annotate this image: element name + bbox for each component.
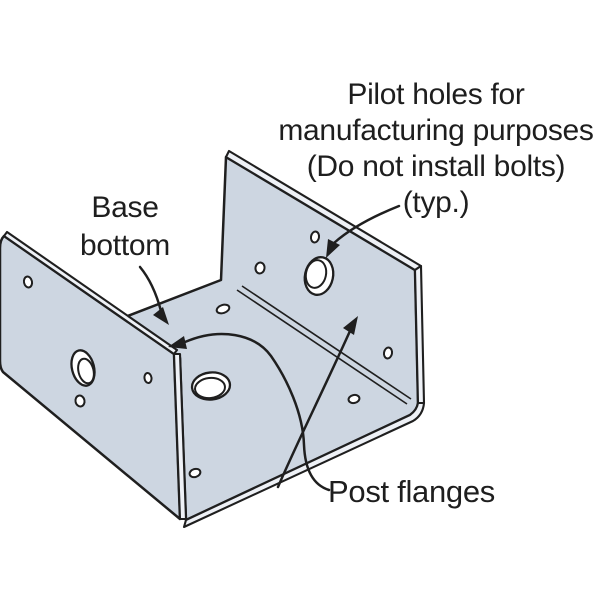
label-post-flanges-text: Post flanges [328, 474, 496, 509]
label-pilot-holes-line2: manufacturing purposes [278, 114, 594, 147]
bolt-hole-large-base-rim [194, 376, 226, 400]
flange-bend-line [236, 289, 408, 405]
pilot-hole-small [74, 394, 86, 408]
pilot-hole-small [254, 261, 266, 275]
pilot-hole-small [347, 393, 361, 405]
leader-base-bottom [138, 265, 163, 313]
label-pilot-holes-line4: (typ.) [402, 186, 470, 219]
arrowhead-base-bottom [153, 307, 169, 325]
pilot-hole-small [309, 230, 321, 244]
leader-pilot-holes [332, 204, 401, 245]
pilot-hole-small [215, 303, 231, 315]
label-base-bottom-line2: bottom [80, 229, 170, 262]
label-pilot-holes: Pilot holes for manufacturing purposes (… [256, 77, 600, 221]
pilot-hole-large-right-flange-rim [304, 259, 328, 289]
label-base-bottom: Base bottom [55, 189, 195, 265]
arrowhead-post-flange-left [168, 336, 187, 349]
left-flange-front-edge [172, 352, 188, 521]
left-flange-top-edge [2, 230, 179, 356]
arrowhead-pilot-holes [326, 239, 340, 258]
pilot-hole-small [143, 372, 153, 384]
label-post-flanges: Post flanges [328, 474, 528, 510]
pilot-hole-large-left-flange-rim [77, 357, 95, 385]
leader-post-flange-left [183, 332, 331, 492]
pilot-hole-small [382, 346, 394, 360]
leader-post-flange-right [276, 329, 352, 489]
label-base-bottom-line1: Base [91, 191, 159, 224]
label-pilot-holes-line3: (Do not install bolts) [306, 150, 566, 183]
pilot-hole-small [188, 467, 202, 479]
label-pilot-holes-line1: Pilot holes for [347, 78, 525, 111]
base-front-edge [182, 401, 426, 529]
pilot-hole-small [22, 275, 34, 289]
arrowhead-post-flange-right [343, 316, 358, 335]
flange-bend-line [241, 285, 412, 400]
